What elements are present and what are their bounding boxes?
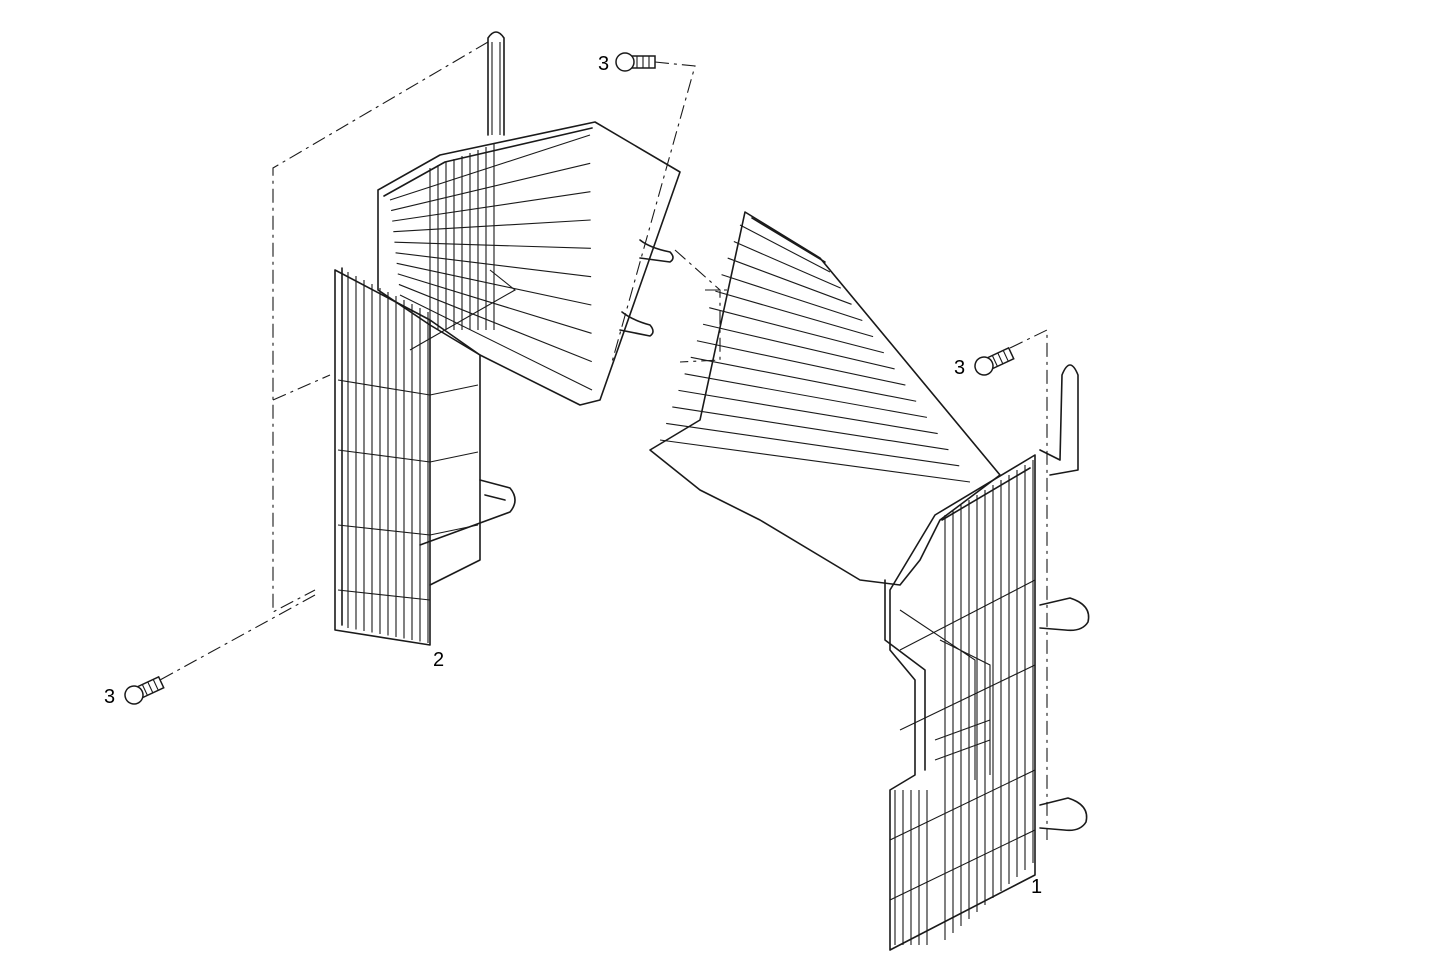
wire-bar [390, 162, 591, 212]
wire-bar [672, 406, 949, 451]
callout-part-2: 2 [433, 649, 444, 671]
wire-bar [398, 283, 592, 363]
callout-bolt-left: 3 [104, 686, 115, 708]
wire-bar [715, 290, 874, 338]
wire-bar [397, 273, 592, 334]
wire-bar [690, 356, 917, 402]
assembly-lines [159, 41, 1048, 840]
wire-bar [399, 294, 593, 391]
left-wire-guard [334, 31, 681, 646]
callout-bolt-right: 3 [954, 357, 965, 379]
callout-bolt-top: 3 [598, 53, 609, 75]
wire-bar [739, 224, 831, 273]
wire-bar [709, 307, 884, 354]
callout-part-1: 1 [1031, 876, 1042, 898]
wire-bar [684, 373, 928, 418]
wire-bar [666, 422, 960, 467]
wire-bar [678, 389, 938, 435]
bolt-icon [124, 675, 165, 705]
wire-bar [392, 191, 591, 222]
wire-bar [394, 241, 591, 249]
bolt-icon [974, 346, 1015, 376]
bolt-icon [615, 52, 656, 72]
wire-bar [393, 219, 591, 233]
wire-bar [659, 439, 971, 483]
wire-bar [721, 274, 863, 321]
wire-bar [389, 134, 591, 201]
right-wire-guard [649, 211, 1090, 951]
wire-bar [733, 241, 841, 289]
wire-bar [696, 340, 906, 386]
wire-bar [702, 323, 895, 370]
wire-bar [395, 252, 592, 278]
wire-bar [727, 257, 852, 305]
